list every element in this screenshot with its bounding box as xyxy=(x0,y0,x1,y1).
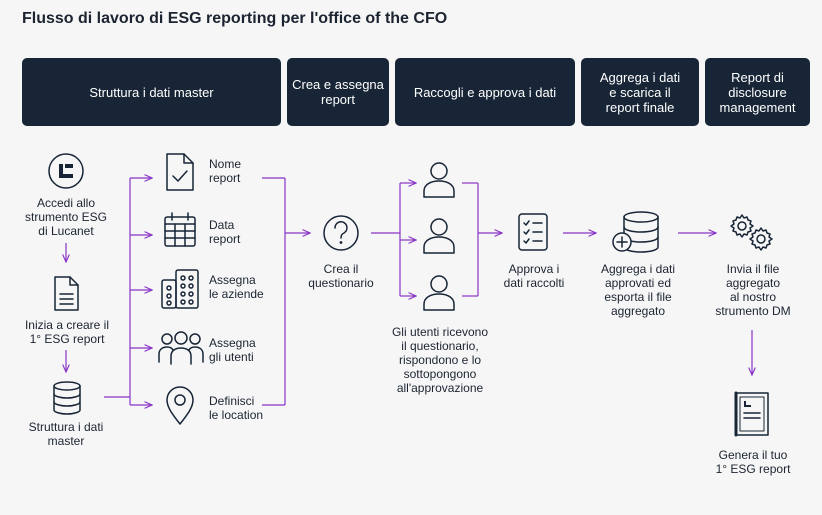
calendar-icon xyxy=(164,212,196,247)
report-book-icon xyxy=(734,391,769,437)
step-users-respond-label: Gli utenti ricevono il questionario, ris… xyxy=(391,325,489,395)
step-companies-label: Assegna le aziende xyxy=(209,273,264,301)
header-structure-master-data: Struttura i dati master xyxy=(22,58,281,126)
database-icon xyxy=(53,381,81,415)
step-approve-label: Approva i dati raccolti xyxy=(503,262,565,290)
user-icon xyxy=(423,162,455,198)
step-start-label: Inizia a creare il 1° ESG report xyxy=(24,318,110,346)
step-access-label: Accedi allo strumento ESG di Lucanet xyxy=(24,196,108,238)
document-icon xyxy=(54,276,79,311)
step-questionnaire-label: Crea il questionario xyxy=(308,262,374,290)
header-aggregate-download: Aggrega i dati e scarica il report final… xyxy=(581,58,699,126)
user-group-icon xyxy=(158,331,204,365)
header-create-assign-report: Crea e assegna report xyxy=(287,58,389,126)
header-disclosure-management: Report di disclosure management xyxy=(705,58,810,126)
step-aggregate-label: Aggrega i dati approvati ed esporta il f… xyxy=(600,262,676,318)
question-mark-icon xyxy=(323,215,359,251)
user-icon xyxy=(423,218,455,254)
step-structure-label: Struttura i dati master xyxy=(28,420,104,448)
user-icon xyxy=(423,275,455,311)
step-send-label: Invia il file aggregato al nostro strume… xyxy=(715,262,791,318)
step-locations-label: Definisci le location xyxy=(209,394,264,422)
lucanet-logo-icon xyxy=(48,153,84,189)
page-title: Flusso di lavoro di ESG reporting per l'… xyxy=(22,10,448,27)
checked-document-icon xyxy=(166,153,194,191)
gears-icon xyxy=(730,214,773,251)
header-collect-approve-data: Raccogli e approva i dati xyxy=(395,58,575,126)
step-name-label: Nome report xyxy=(209,157,242,185)
step-users-label: Assegna gli utenti xyxy=(209,336,256,364)
database-add-icon xyxy=(612,211,659,253)
location-pin-icon xyxy=(166,386,194,425)
checklist-icon xyxy=(518,213,548,251)
step-date-label: Data report xyxy=(209,218,241,246)
buildings-grid-icon xyxy=(161,269,199,309)
step-generate-label: Genera il tuo 1° ESG report xyxy=(715,448,791,476)
